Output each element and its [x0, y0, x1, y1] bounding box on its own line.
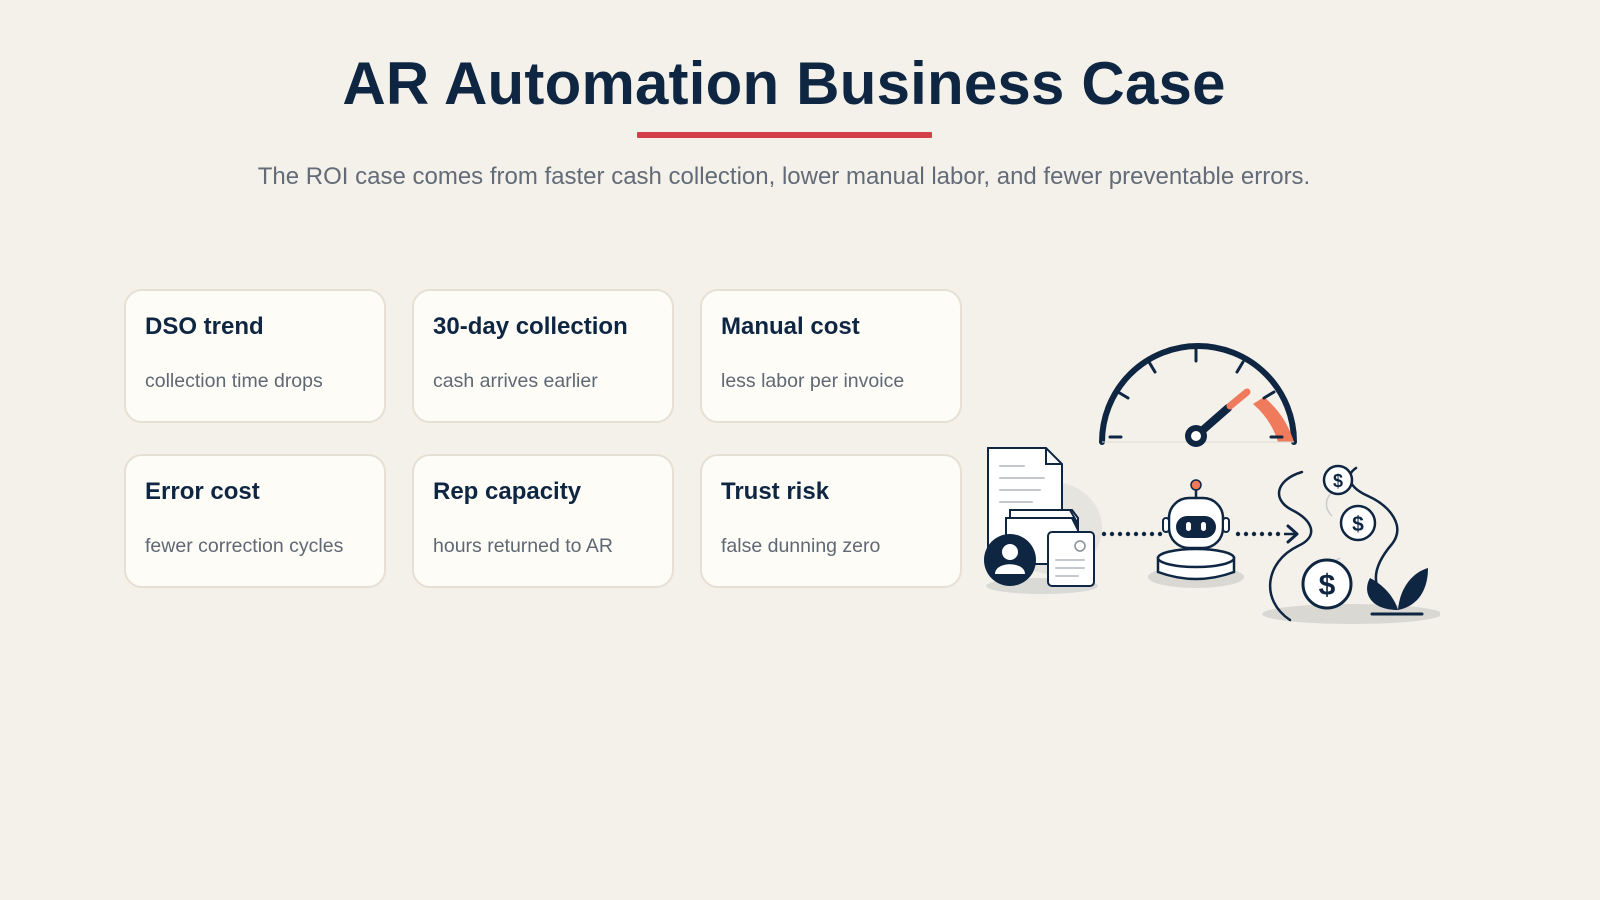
card-rep-capacity: Rep capacity hours returned to AR [412, 454, 674, 588]
svg-text:$: $ [1333, 471, 1343, 491]
card-subtitle: collection time drops [145, 370, 323, 392]
card-subtitle: less labor per invoice [721, 370, 905, 392]
card-dso-trend: DSO trend collection time drops [124, 289, 386, 423]
card-title: Manual cost [721, 313, 860, 340]
card-subtitle: cash arrives earlier [433, 370, 598, 392]
card-trust-risk: Trust risk false dunning zero [700, 454, 962, 588]
card-subtitle: false dunning zero [721, 535, 881, 557]
page-subtitle: The ROI case comes from faster cash coll… [257, 163, 1311, 190]
card-error-cost: Error cost fewer correction cycles [124, 454, 386, 588]
speedometer-icon [1099, 343, 1297, 447]
svg-text:$: $ [1319, 569, 1336, 602]
card-subtitle: fewer correction cycles [145, 535, 344, 557]
arrow-right-icon [1284, 524, 1299, 544]
card-title: DSO trend [145, 313, 264, 340]
page-title: AR Automation Business Case [342, 50, 1226, 117]
user-icon [984, 534, 1036, 586]
dollar-coin-icon: $ [1301, 558, 1353, 610]
plant-icon [1367, 568, 1428, 616]
card-manual-cost: Manual cost less labor per invoice [700, 289, 962, 423]
svg-text:$: $ [1352, 513, 1364, 536]
card-title: Trust risk [721, 478, 830, 505]
dollar-coin-icon: $ [1322, 464, 1354, 496]
title-underline [637, 132, 932, 138]
card-30-day-collection: 30-day collection cash arrives earlier [412, 289, 674, 423]
robot-icon [1148, 479, 1244, 588]
card-title: Rep capacity [433, 478, 582, 505]
dollar-coin-icon: $ [1339, 504, 1377, 542]
flow-dots [1101, 531, 1281, 537]
card-subtitle: hours returned to AR [433, 535, 613, 557]
card-title: Error cost [145, 478, 260, 505]
ar-automation-illustration: $ $ $ [984, 343, 1440, 624]
card-title: 30-day collection [433, 313, 628, 340]
